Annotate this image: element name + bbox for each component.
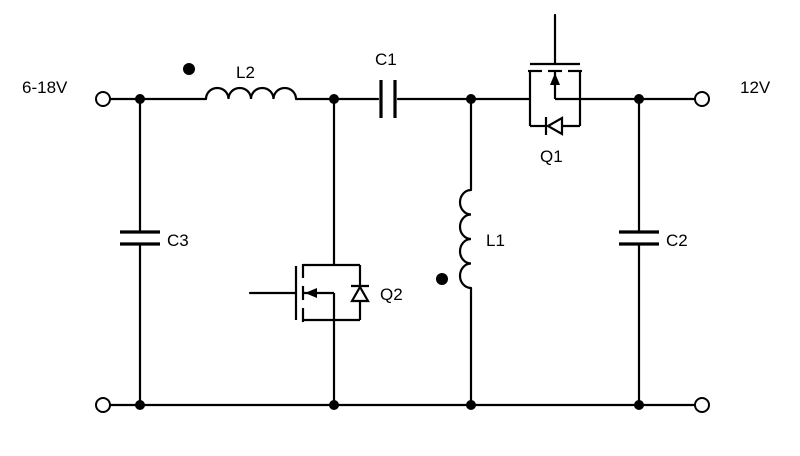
q1-body-arrow <box>550 73 560 85</box>
junction-dot <box>634 400 644 410</box>
capacitor-c3 <box>120 230 160 246</box>
input-terminal-positive <box>95 91 111 107</box>
q1-diode-triangle <box>545 116 564 136</box>
junction-dot <box>135 400 145 410</box>
c3-label: C3 <box>167 231 189 250</box>
junctions <box>135 63 644 410</box>
l2-coil <box>204 86 298 100</box>
l1-label: L1 <box>486 231 505 250</box>
output-voltage-label: 12V <box>740 78 771 97</box>
junction-dot <box>466 94 476 104</box>
junction-dot <box>135 94 145 104</box>
junction-dot <box>329 94 339 104</box>
l2-label: L2 <box>236 63 255 82</box>
l2-polarity-dot <box>183 63 195 75</box>
q1-label: Q1 <box>540 147 563 166</box>
input-terminal-ground <box>95 397 111 413</box>
inductor-l1 <box>458 188 472 290</box>
mosfet-q2 <box>248 263 370 322</box>
junction-dot <box>634 94 644 104</box>
c2-label: C2 <box>666 231 688 250</box>
q2-body-arrow <box>305 288 317 298</box>
input-voltage-label: 6-18V <box>22 78 68 97</box>
output-terminal-positive <box>694 91 710 107</box>
capacitor-c1 <box>379 80 397 118</box>
junction-dot <box>466 400 476 410</box>
capacitor-c2 <box>619 230 659 246</box>
wires <box>108 97 697 407</box>
labels: 6-18V 12V L2 C1 C3 L1 Q1 Q2 C2 <box>22 50 771 304</box>
inductor-l2 <box>204 86 298 100</box>
q2-diode-triangle <box>350 284 370 303</box>
l1-coil <box>458 188 472 290</box>
mosfet-q1 <box>528 13 582 136</box>
q2-label: Q2 <box>380 285 403 304</box>
junction-dot <box>329 400 339 410</box>
l1-polarity-dot <box>436 273 448 285</box>
terminals <box>95 91 710 413</box>
output-terminal-ground <box>694 397 710 413</box>
c1-label: C1 <box>375 50 397 69</box>
